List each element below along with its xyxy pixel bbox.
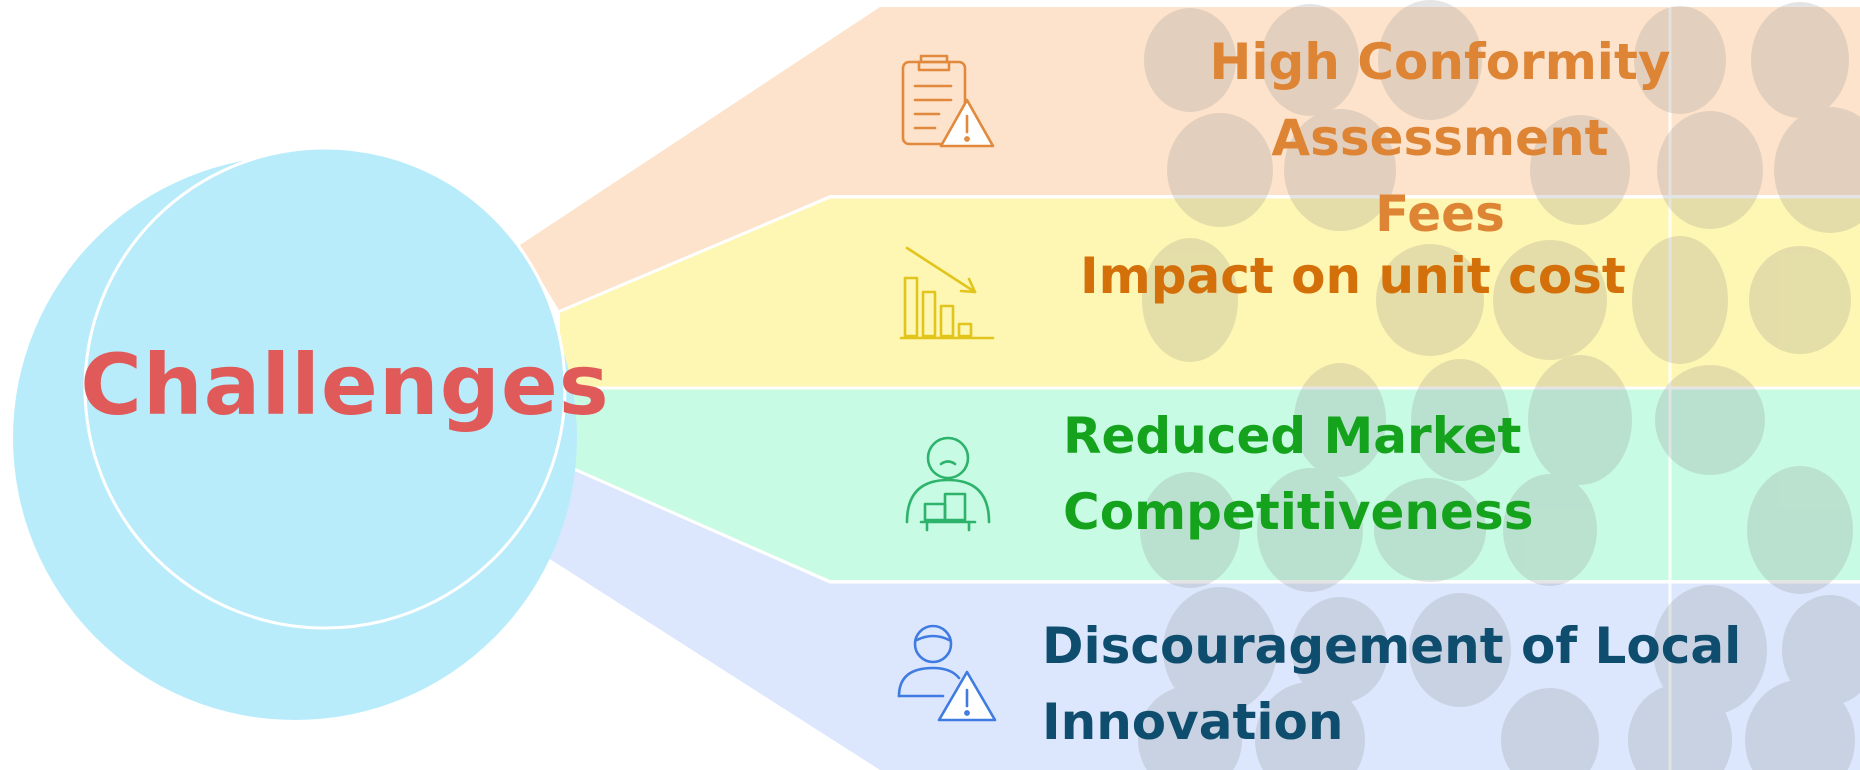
decorative-dot	[1653, 585, 1767, 715]
challenge-label-line: Impact on unit cost	[1080, 247, 1626, 305]
decorative-dot	[1142, 238, 1238, 362]
decorative-dot	[1528, 355, 1632, 485]
decorative-dot	[1501, 688, 1599, 770]
decorative-dot	[1745, 680, 1855, 770]
decorative-dot	[1284, 109, 1396, 231]
decorative-dot	[1493, 240, 1607, 360]
decorative-dot	[1140, 472, 1240, 588]
decorative-dot	[1294, 363, 1386, 477]
decorative-dot	[1261, 4, 1359, 116]
decorative-dot	[1503, 474, 1597, 586]
band-shape-market	[560, 388, 1860, 580]
decorative-dot	[1774, 107, 1860, 233]
challenge-label-fees: High Conformity Assessment Fees	[1050, 24, 1830, 252]
challenge-label-line: Discouragement of Local	[1042, 617, 1742, 675]
decorative-dot	[1163, 587, 1277, 713]
challenge-label-line: Reduced Market	[1063, 407, 1522, 465]
decorative-dot	[1167, 113, 1273, 227]
center-title: Challenges	[80, 336, 610, 434]
decorative-dot	[1628, 684, 1732, 770]
clipboard-warning-icon	[895, 50, 1005, 160]
decorative-dot	[1632, 236, 1728, 364]
decorative-dot	[1655, 365, 1765, 475]
challenge-label-unit-cost: Impact on unit cost	[1080, 236, 1640, 316]
decorative-dot-pattern	[1138, 0, 1860, 770]
decorative-dot	[1751, 2, 1849, 118]
center-circle-front	[83, 146, 567, 630]
challenge-label-line: Fees	[1375, 185, 1505, 243]
decorative-dot	[1376, 244, 1484, 356]
decorative-dot	[1257, 468, 1363, 592]
decorative-dot	[1374, 478, 1486, 582]
band-shape-fees	[520, 7, 1860, 312]
challenge-label-innovation: Discouragement of Local Innovation	[1042, 608, 1762, 760]
challenge-label-line: Innovation	[1042, 693, 1344, 751]
band-shape-innovation	[520, 462, 1860, 770]
person-warning-icon	[895, 622, 1005, 732]
decorative-dot	[1292, 597, 1388, 703]
decorative-dot	[1138, 686, 1242, 770]
declining-bar-chart-icon	[895, 240, 1005, 350]
band-separators	[557, 0, 1860, 770]
decorative-dot	[1378, 0, 1482, 120]
challenge-label-line: High Conformity Assessment	[1209, 33, 1671, 167]
decorative-dot	[1749, 246, 1851, 354]
decorative-dot	[1144, 8, 1236, 112]
decorative-dot	[1747, 466, 1853, 594]
sad-person-icon	[895, 432, 1005, 542]
decorative-dot	[1782, 595, 1860, 705]
decorative-dot	[1657, 111, 1763, 229]
challenge-label-line: Competitiveness	[1063, 483, 1534, 541]
decorative-dot	[1634, 6, 1726, 114]
band-shape-unit-cost	[560, 197, 1860, 388]
decorative-dot	[1411, 359, 1509, 481]
decorative-dot	[1409, 593, 1511, 707]
decorative-dot	[1530, 115, 1630, 225]
challenge-label-market: Reduced Market Competitiveness	[1063, 398, 1663, 550]
decorative-dot	[1255, 682, 1365, 770]
